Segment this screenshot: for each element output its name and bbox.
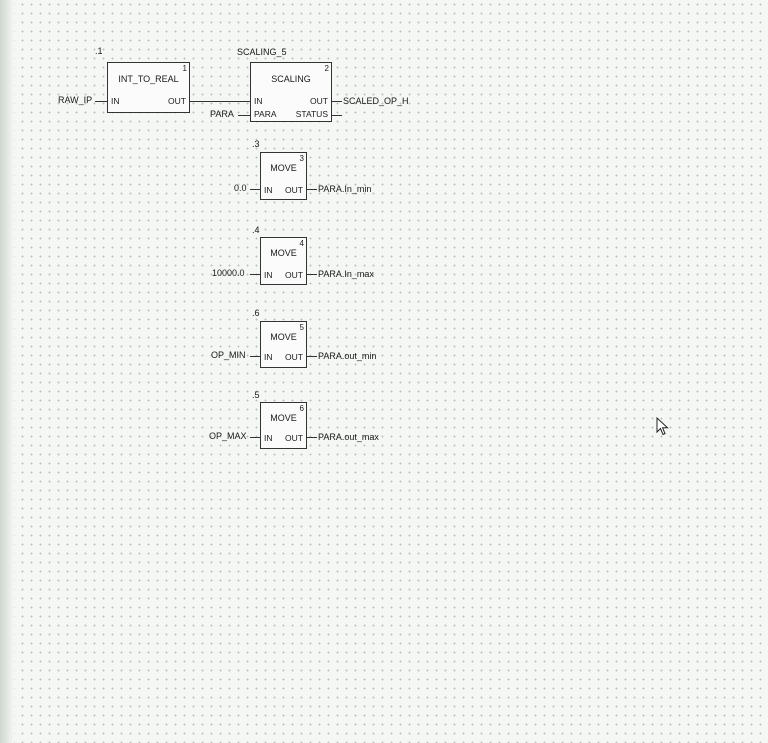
input-signal-raw-ip[interactable]: RAW_IP: [58, 95, 93, 105]
fbd-block-move-5[interactable]: 5 MOVE IN OUT: [260, 321, 307, 368]
block-number: 1: [182, 64, 187, 73]
pin-out[interactable]: OUT: [285, 185, 303, 195]
block-type-label: INT_TO_REAL: [118, 74, 179, 84]
input-signal-move-6[interactable]: OP_MAX: [209, 431, 247, 441]
output-signal-scaled-op-h[interactable]: SCALED_OP_H: [343, 96, 409, 106]
wire-move-5-in: [250, 356, 260, 357]
wire-move-6-in: [250, 437, 260, 438]
instance-name-scaling: SCALING_5: [237, 47, 287, 57]
pin-out[interactable]: OUT: [285, 352, 303, 362]
pin-in[interactable]: IN: [264, 270, 273, 280]
pin-out[interactable]: OUT: [285, 270, 303, 280]
wire-move-5-out: [307, 356, 317, 357]
block-type-label: SCALING: [271, 74, 311, 84]
output-signal-move-6[interactable]: PARA.out_max: [318, 432, 379, 442]
output-signal-move-3[interactable]: PARA.In_min: [318, 184, 372, 194]
pin-in[interactable]: IN: [264, 433, 273, 443]
wire-para: [238, 115, 250, 116]
fbd-block-move-4[interactable]: 4 MOVE IN OUT: [260, 237, 307, 285]
output-signal-move-5[interactable]: PARA.out_min: [318, 351, 377, 361]
input-signal-para[interactable]: PARA: [210, 109, 234, 119]
network-label-4: .4: [252, 225, 260, 235]
network-label-3: .3: [252, 139, 260, 149]
block-number: 6: [299, 404, 304, 413]
block-number: 2: [324, 64, 329, 73]
network-label-1: .1: [95, 46, 103, 56]
wire-scaled-op: [332, 101, 342, 102]
wire-move-6-out: [307, 437, 317, 438]
wire-raw-ip: [95, 101, 107, 102]
wire-move-3-out: [307, 189, 317, 190]
pin-out[interactable]: OUT: [285, 433, 303, 443]
pin-out[interactable]: OUT: [168, 96, 186, 106]
block-type-label: MOVE: [270, 248, 297, 258]
mouse-pointer-icon: [656, 416, 670, 442]
pin-in[interactable]: IN: [254, 96, 263, 106]
wire-move-4-out: [307, 274, 317, 275]
wire-status: [332, 115, 342, 116]
block-type-label: MOVE: [270, 332, 297, 342]
input-signal-move-5[interactable]: OP_MIN: [211, 350, 246, 360]
wire-int-to-scaling: [190, 101, 250, 102]
network-label-6: .6: [252, 308, 260, 318]
pin-out[interactable]: OUT: [310, 96, 328, 106]
fbd-block-move-6[interactable]: 6 MOVE IN OUT: [260, 402, 307, 449]
wire-move-3-in: [250, 189, 260, 190]
block-number: 3: [299, 154, 304, 163]
pin-in[interactable]: IN: [264, 185, 273, 195]
output-signal-move-4[interactable]: PARA.In_max: [318, 269, 374, 279]
pin-para[interactable]: PARA: [254, 109, 277, 119]
fbd-block-scaling[interactable]: 2 SCALING IN PARA OUT STATUS: [250, 62, 332, 122]
pin-status[interactable]: STATUS: [295, 109, 328, 119]
block-number: 5: [299, 323, 304, 332]
input-signal-move-3[interactable]: 0.0: [234, 183, 247, 193]
pin-in[interactable]: IN: [111, 96, 120, 106]
wire-move-4-in: [250, 274, 260, 275]
network-label-5: .5: [252, 390, 260, 400]
block-number: 4: [299, 239, 304, 248]
block-type-label: MOVE: [270, 413, 297, 423]
block-type-label: MOVE: [270, 163, 297, 173]
input-signal-move-4[interactable]: 10000.0: [212, 268, 245, 278]
pin-in[interactable]: IN: [264, 352, 273, 362]
fbd-block-int-to-real[interactable]: 1 INT_TO_REAL IN OUT: [107, 62, 190, 113]
fbd-block-move-3[interactable]: 3 MOVE IN OUT: [260, 152, 307, 200]
